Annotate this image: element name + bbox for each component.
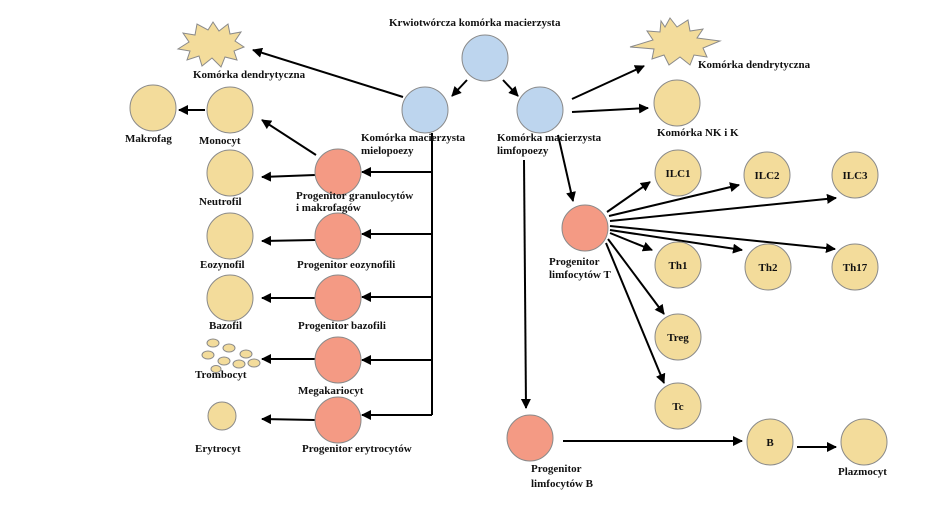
label-dendritic-right: Komórka dendrytyczna [698,59,811,71]
prog-baso-cell [314,274,362,322]
lymphoid-stem-cell [516,86,564,134]
label-prog-baso: Progenitor bazofili [298,320,386,332]
arrow-hsc-myeloid [451,79,468,97]
label-ilc1: ILC1 [665,168,690,180]
label-hsc: Krwiotwórcza komórka macierzysta [389,17,561,29]
label-th17: Th17 [843,262,868,274]
prog-t-cell [561,204,609,252]
arrow-myeloid-dendritic [252,47,404,98]
ilc2-cell [743,151,791,199]
label-basophil: Bazofil [209,320,242,332]
macrophage-cell [129,84,177,132]
label-th2: Th2 [759,262,778,274]
b-cell [746,418,794,466]
arrow-lymphoid-dendritic [571,65,645,100]
prog-b-cell [506,414,554,462]
prog-gm-cell [314,148,362,196]
arrow-t-treg [607,238,665,315]
arrow-hsc-lymphoid [502,79,519,97]
ilc1-cell [654,149,702,197]
arrow-ery-erythrocyte [261,414,316,425]
label-plasma: Plazmocyt [838,466,887,478]
hsc-cell [461,34,509,82]
label-eosinophil: Eozynofil [200,259,245,271]
prog-eo-cell [314,212,362,260]
arrow-t-tc [605,242,666,384]
tc-cell [654,382,702,430]
label-thrombocyte: Trombocyt [195,369,247,381]
arrow-t-ilc3 [609,193,837,222]
label-nk: Komórka NK i K [657,127,739,139]
label-ilc2: ILC2 [754,170,780,182]
label-prog-ery: Progenitor erytrocytów [302,443,412,455]
connectors [178,47,837,452]
dendritic-cell-right [629,17,722,66]
label-treg: Treg [667,332,689,344]
arrow-t-th17 [609,225,836,254]
th17-cell [831,243,879,291]
label-prog-gm: Progenitor granulocytów i makrofagów [296,190,416,214]
arrow-eo-eosinophil [261,235,316,246]
arrow-t-th1 [609,232,653,252]
treg-cell [654,313,702,361]
label-monocyte: Monocyt [199,135,241,147]
label-prog-t: Progenitor limfocytów T [549,256,611,281]
arrow-gm-neutrophil [261,171,316,182]
label-tc: Tc [672,401,683,413]
eosinophil-cell [206,212,254,260]
label-b: B [766,437,774,449]
arrow-t-th2 [609,229,743,254]
label-lymphoid-stem: Komórka macierzysta limfopoezy [497,132,604,157]
thrombocyte-cells [201,338,261,373]
th2-cell [744,243,792,291]
label-th1: Th1 [669,260,688,272]
label-dendritic-left: Komórka dendrytyczna [193,69,306,81]
cells [129,17,888,466]
arrow-lymphoid-prog-t [557,134,576,202]
label-myeloid-stem: Komórka macierzysta mielopoezy [361,132,468,157]
plasma-cell [840,418,888,466]
monocyte-cell [206,86,254,134]
label-neutrophil: Neutrofil [199,196,242,208]
arrow-lymphoid-prog-b [520,159,531,409]
label-megakaryocyte: Megakariocyt [298,385,364,397]
nk-cell [653,79,701,127]
arrow-gm-monocyte [261,119,317,156]
label-macrophage: Makrofag [125,133,172,145]
prog-ery-cell [314,396,362,444]
dendritic-cell-left [176,21,246,68]
label-prog-eo: Progenitor eozynofili [297,259,395,271]
arrow-lymphoid-nk [571,103,649,114]
basophil-cell [206,274,254,322]
myeloid-stem-cell [401,86,449,134]
arrow-t-ilc2 [608,182,740,217]
label-erythrocyte: Erytrocyt [195,443,241,455]
arrow-t-ilc1 [606,181,651,213]
megakaryocyte-cell [314,336,362,384]
labels: Krwiotwórcza komórka macierzysta Komórka… [125,17,887,490]
ilc3-cell [831,151,879,199]
label-ilc3: ILC3 [842,170,868,182]
erythrocyte-cell [207,401,237,431]
label-prog-b: Progenitor limfocytów B [531,463,594,490]
neutrophil-cell [206,149,254,197]
th1-cell [654,241,702,289]
